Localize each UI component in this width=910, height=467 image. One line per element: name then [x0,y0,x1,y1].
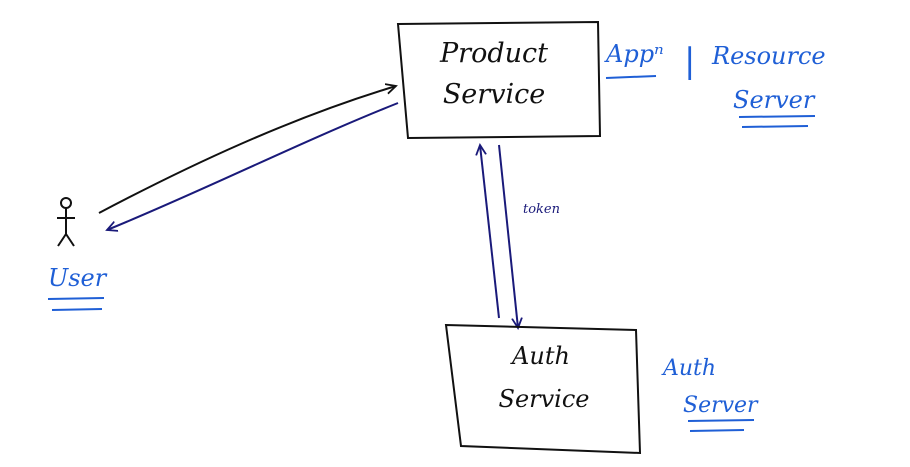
app-annotation-underline [605,75,657,79]
arrow-auth-to-product [480,145,500,319]
separator-mark: | [684,41,695,81]
arrow-user-to-product [98,86,396,214]
token-label: token [523,202,560,217]
arrow-product-to-user [107,102,399,230]
product-service-node: Product Service [396,20,602,140]
server-annotation-underline-1 [738,115,816,118]
auth-server-annotation-line2: Server [683,393,759,418]
auth-service-node: Auth Service [444,323,642,455]
user-label-underline-1 [47,297,105,300]
app-resource-server-annotation: Appⁿ | Resource Server [604,40,826,128]
product-service-label-line1: Product [439,38,548,69]
resource-annotation: Resource [711,42,826,70]
stick-figure-icon [57,197,75,247]
product-service-label-line2: Service [443,79,545,110]
auth-service-label-line2: Service [499,385,590,413]
server-annotation: Server [733,86,816,114]
arrow-product-to-auth [498,144,518,328]
server-annotation-underline-2 [741,125,809,128]
app-annotation: Appⁿ [604,40,664,68]
auth-server-underline-2 [689,429,745,432]
auth-server-annotation: Auth Server [661,356,759,432]
auth-service-label-line1: Auth [510,342,570,370]
user-label: User [48,264,108,292]
user-label-underline-2 [51,308,103,311]
product-service-box [396,20,602,140]
auth-server-annotation-line1: Auth [661,356,716,381]
auth-service-box [444,323,642,455]
auth-server-underline-1 [687,419,755,422]
user-node: User [47,197,108,311]
